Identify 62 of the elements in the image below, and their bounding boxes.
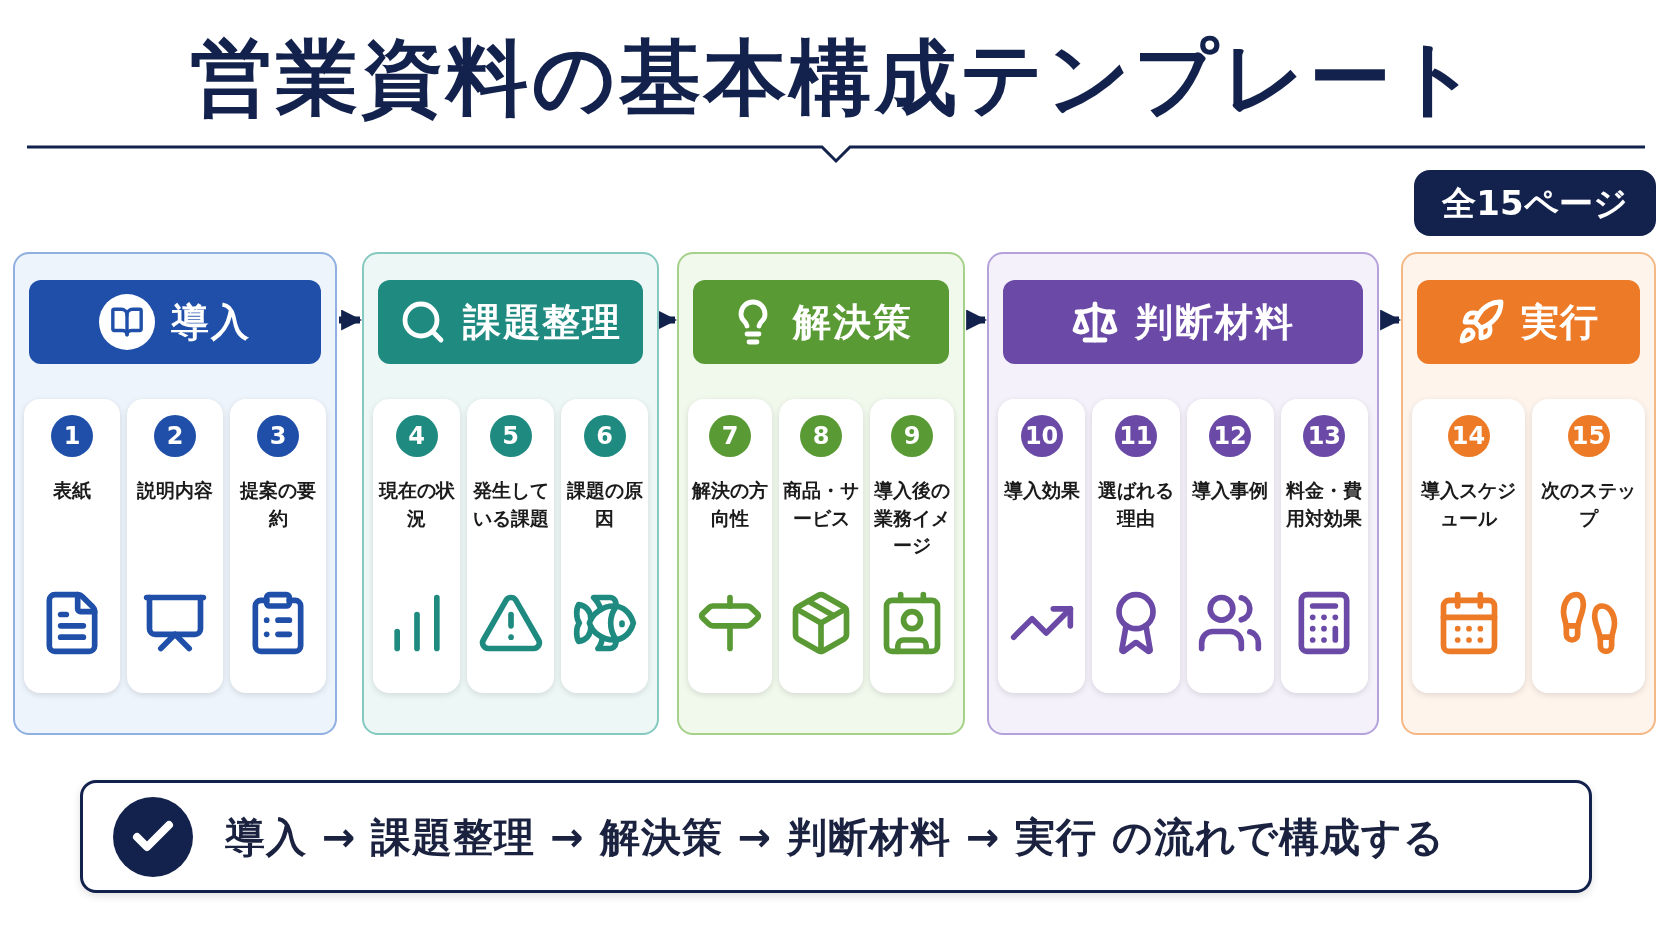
page-number: 8 — [800, 415, 842, 457]
page-title: 現在の状況 — [377, 478, 456, 531]
page-card — [870, 399, 954, 693]
page-number: 7 — [709, 415, 751, 457]
page-number: 4 — [395, 415, 438, 457]
section-title: 解決策 — [793, 298, 913, 346]
section-panel — [362, 252, 659, 735]
page-number: 15 — [1567, 415, 1610, 457]
section-title: 課題整理 — [462, 298, 623, 346]
section-panel — [13, 252, 337, 735]
page-title: 導入後の業務イメージ — [873, 478, 951, 559]
page-card — [561, 399, 648, 693]
section-panel — [1401, 252, 1656, 735]
page-card — [1412, 399, 1525, 693]
page-title: 導入効果 — [1002, 478, 1081, 503]
summary-box — [80, 780, 1592, 893]
page-title: 解決の方向性 — [691, 478, 769, 531]
page-title: 表紙 — [52, 478, 92, 503]
page-card — [127, 399, 223, 693]
page-number: 10 — [1020, 415, 1063, 457]
section-panel — [677, 252, 965, 735]
page-title: 導入スケジュール — [1420, 478, 1517, 531]
page-number: 3 — [257, 415, 299, 457]
page-title: 次のステップ — [1540, 478, 1637, 531]
page-number: 6 — [583, 415, 626, 457]
section-panel — [987, 252, 1379, 735]
page-number: 1 — [51, 415, 93, 457]
arrow — [1380, 309, 1402, 331]
arrow — [339, 309, 363, 331]
page-title: 商品・サービス — [782, 478, 860, 531]
section-title: 判断材料 — [1135, 298, 1295, 346]
page-title: 説明内容 — [136, 478, 214, 503]
page-title: 料金・費用対効果 — [1284, 478, 1364, 531]
section-title: 実行 — [1520, 298, 1601, 346]
page-number: 2 — [154, 415, 196, 457]
page-title: 選ばれる理由 — [1096, 478, 1175, 531]
page-card — [24, 399, 120, 693]
page-number: 9 — [891, 415, 933, 457]
page-number: 14 — [1447, 415, 1490, 457]
page-title: 導入事例 — [1191, 478, 1270, 503]
page-card — [230, 399, 326, 693]
diagram-title: 営業資料の基本構成テンプレート — [189, 29, 1483, 127]
page-title: 発生している課題 — [471, 478, 550, 531]
page-card — [998, 399, 1086, 693]
arrow — [966, 309, 988, 331]
summary-text: 導入 → 課題整理 → 解決策 → 判断材料 → 実行 の流れで構成する — [225, 812, 1446, 862]
page-number: 12 — [1209, 415, 1252, 457]
page-number: 5 — [489, 415, 532, 457]
page-count-badge: 全15ページ — [1414, 170, 1656, 236]
page-card — [1186, 399, 1274, 693]
section-title: 導入 — [171, 298, 251, 346]
page-title: 提案の要約 — [238, 478, 317, 531]
page-card — [373, 399, 460, 693]
page-card — [467, 399, 554, 693]
page-card — [688, 399, 772, 693]
page-card — [1280, 399, 1368, 693]
page-card — [1092, 399, 1180, 693]
page-card — [1532, 399, 1645, 693]
page-title: 課題の原因 — [565, 478, 644, 531]
page-card — [779, 399, 863, 693]
page-number: 11 — [1114, 415, 1157, 457]
page-number: 13 — [1303, 415, 1346, 457]
